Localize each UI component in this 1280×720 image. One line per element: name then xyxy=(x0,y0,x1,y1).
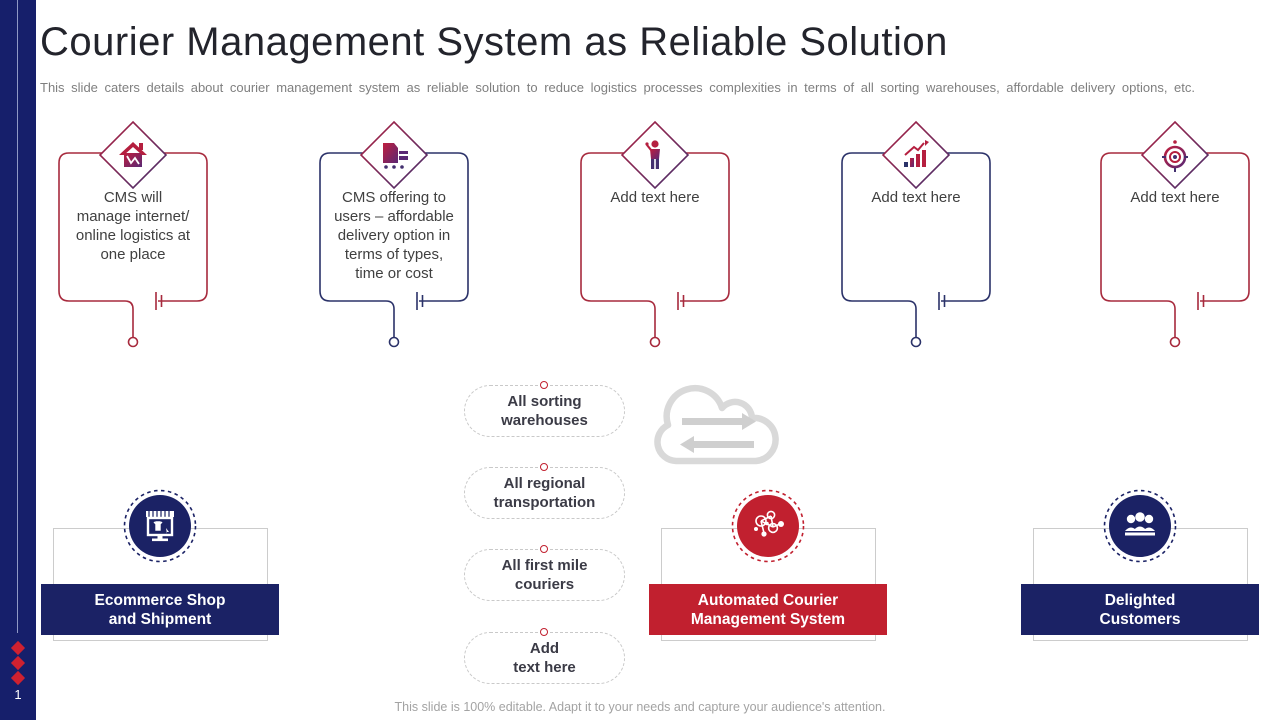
network-nodes-icon xyxy=(731,489,805,563)
pill-label: All regional transportation xyxy=(493,475,596,511)
footer-note: This slide is 100% editable. Adapt it to… xyxy=(394,700,886,714)
page-number: 1 xyxy=(14,687,22,702)
pill-sorting-warehouses: All sorting warehouses xyxy=(464,381,625,437)
callout-frame xyxy=(1100,120,1250,348)
pill-label: All sorting warehouses xyxy=(501,393,588,429)
banner-label: Delighted Customers xyxy=(1021,584,1259,635)
pill-dot-icon xyxy=(540,381,548,389)
cloud-transfer-icon xyxy=(648,373,793,478)
ecommerce-shop-icon xyxy=(123,489,197,563)
bottom-card-ecommerce: Ecommerce Shop and Shipment xyxy=(40,488,280,653)
card-text: CMS will manage internet/ online logisti… xyxy=(75,189,191,263)
card-text-placeholder[interactable]: Add text here xyxy=(871,189,961,206)
customers-group-icon xyxy=(1103,489,1177,563)
card-text-placeholder[interactable]: Add text here xyxy=(610,189,700,206)
page-subtitle: This slide caters details about courier … xyxy=(40,80,1196,95)
callout-frame xyxy=(580,120,730,348)
card-text: CMS offering to users – affordable deliv… xyxy=(334,189,454,282)
callout-frame xyxy=(841,120,991,348)
pill-regional-transportation: All regional transportation xyxy=(464,463,625,519)
top-card-5: Add text here xyxy=(1080,115,1270,360)
left-accent-bar xyxy=(0,0,36,720)
growth-chart-icon xyxy=(904,140,929,167)
target-icon xyxy=(1162,140,1188,172)
rail-divider-line xyxy=(17,0,18,633)
callout-frame xyxy=(319,120,469,348)
pill-dot-icon xyxy=(540,628,548,636)
pill-label: All first mile couriers xyxy=(501,557,588,593)
bottom-card-delighted-customers: Delighted Customers xyxy=(1020,488,1260,653)
top-card-1: CMS will manage internet/ online logisti… xyxy=(38,115,228,360)
page-title: Courier Management System as Reliable So… xyxy=(40,20,948,64)
top-card-3: Add text here xyxy=(560,115,750,360)
card-text-placeholder[interactable]: Add text here xyxy=(1130,189,1220,206)
pill-dot-icon xyxy=(540,545,548,553)
pill-dot-icon xyxy=(540,463,548,471)
banner-label: Ecommerce Shop and Shipment xyxy=(41,584,279,635)
pill-first-mile-couriers: All first mile couriers xyxy=(464,545,625,601)
top-card-2: CMS offering to users – affordable deliv… xyxy=(299,115,489,360)
callout-frame xyxy=(58,120,208,348)
pill-label-placeholder[interactable]: Add text here xyxy=(513,640,576,676)
pill-add-text[interactable]: Add text here xyxy=(464,628,625,684)
bottom-card-automated-cms: Automated Courier Management System xyxy=(648,488,888,653)
house-chart-icon xyxy=(119,142,147,167)
delivery-package-icon xyxy=(383,143,408,169)
top-card-4: Add text here xyxy=(821,115,1011,360)
banner-label: Automated Courier Management System xyxy=(649,584,887,635)
person-icon xyxy=(645,140,660,169)
